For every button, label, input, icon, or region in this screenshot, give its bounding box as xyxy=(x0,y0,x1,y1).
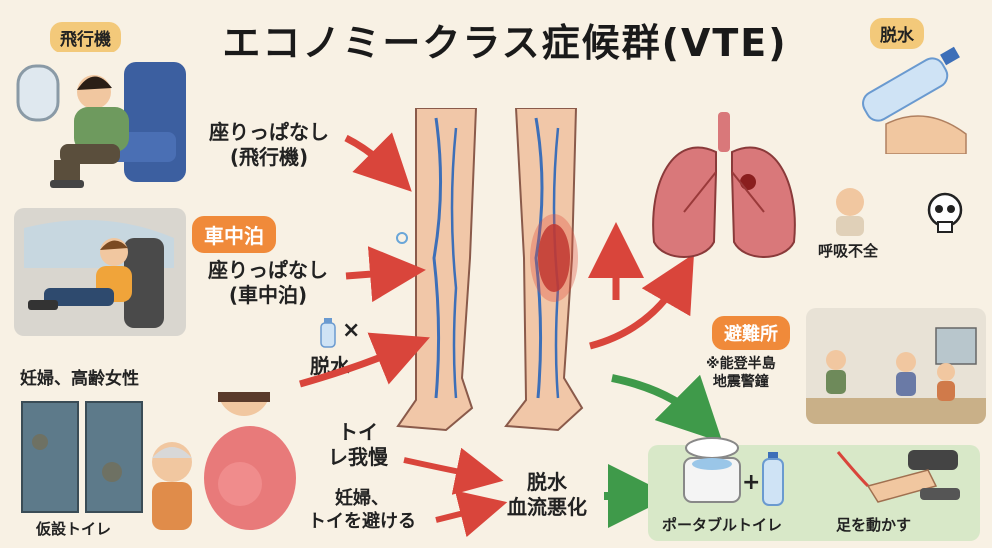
label-pregnant-avoid: 妊婦、 トイを避ける xyxy=(308,488,416,532)
shelter-scene xyxy=(806,308,986,424)
label-portable-toilet: ポータブルトイレ xyxy=(662,516,783,534)
label-result: 脱水 血流悪化 xyxy=(507,470,587,519)
label-pregnant-elderly: 妊婦、高齢女性 xyxy=(20,369,139,389)
water-bottle-small-icon xyxy=(318,318,338,352)
tag-airplane: 飛行機 xyxy=(50,22,121,53)
label-noto-note: ※能登半島 地震警鐘 xyxy=(706,356,776,390)
car-scene xyxy=(14,208,186,336)
label-move-legs: 足を動かす xyxy=(836,516,912,534)
leg-exercise-icon xyxy=(828,446,978,516)
lungs-icon xyxy=(644,112,804,276)
water-bottle-icon xyxy=(760,452,786,512)
tag-car: 車中泊 xyxy=(192,216,276,253)
plus-sign: + xyxy=(742,470,761,495)
label-sitting-car: 座りっぱなし (車中泊) xyxy=(208,258,328,307)
label-respiratory: 呼吸不全 xyxy=(818,242,879,260)
bottle-hand-icon xyxy=(846,44,986,158)
skull-icon xyxy=(922,190,968,240)
cross-mark: × xyxy=(342,318,361,343)
label-temp-toilet: 仮設トイレ xyxy=(36,520,112,538)
label-sitting-airplane: 座りっぱなし (飛行機) xyxy=(209,120,329,169)
tag-shelter: 避難所 xyxy=(712,316,790,350)
portable-toilet-icon xyxy=(672,434,752,514)
page-title: エコノミークラス症候群(VTE) xyxy=(222,21,788,65)
coughing-person-icon xyxy=(822,182,878,242)
airplane-scene xyxy=(14,52,194,192)
label-toilet-holding: トイ レ我慢 xyxy=(328,420,388,469)
tag-dehydration: 脱水 xyxy=(870,18,924,49)
